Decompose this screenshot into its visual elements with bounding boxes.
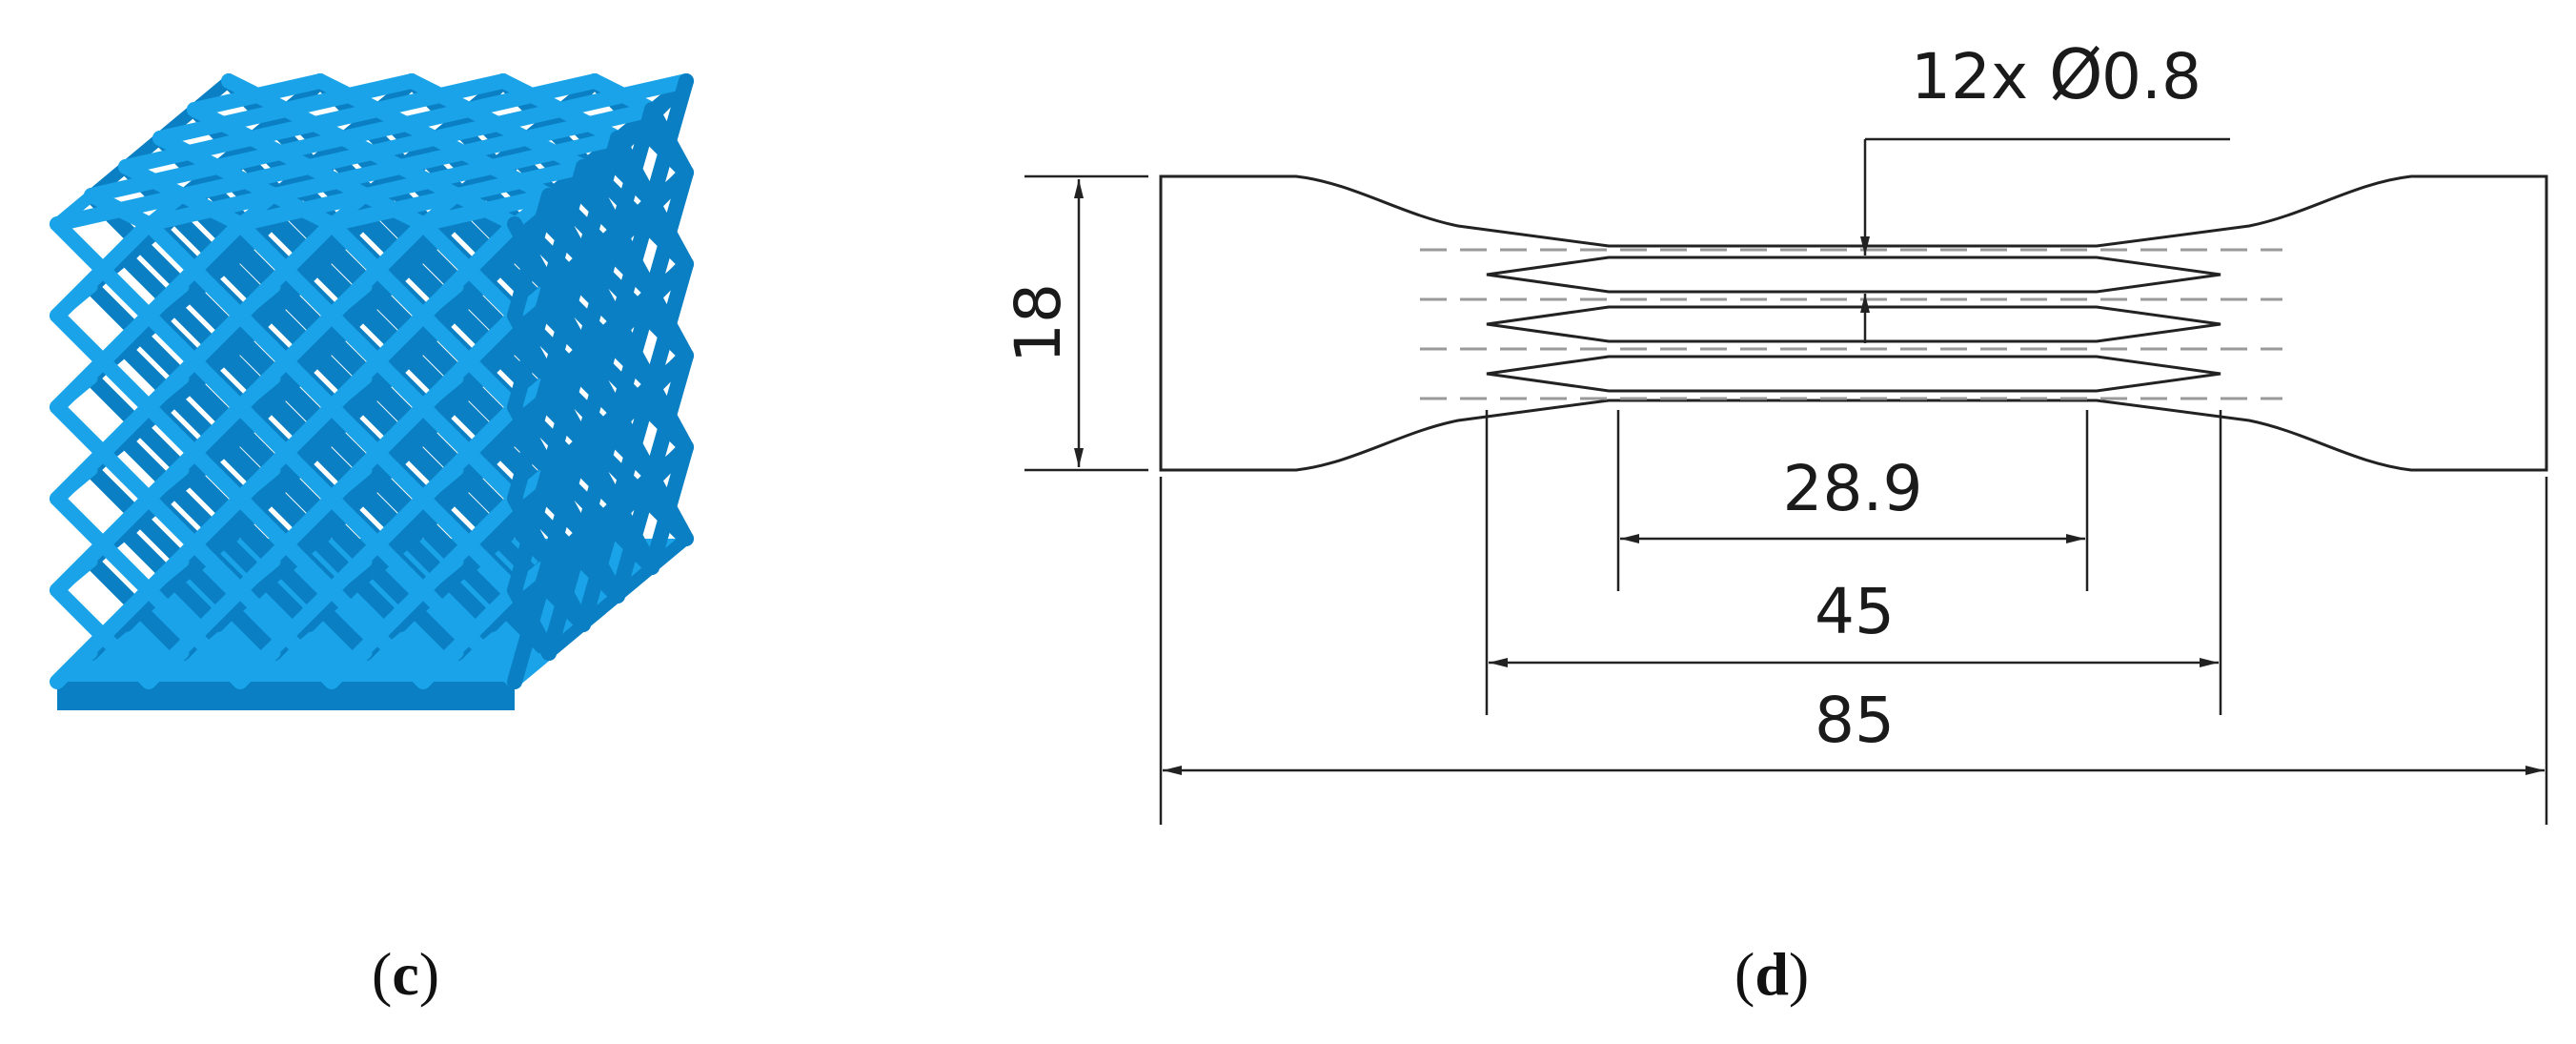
lattice-strut	[325, 646, 373, 688]
lattice-strut	[507, 188, 557, 323]
extension-lines	[1159, 410, 2548, 825]
lattice-strut	[142, 646, 190, 688]
lattice-strut	[576, 314, 625, 449]
lattice-strut	[313, 73, 385, 117]
lattice-strut	[541, 159, 591, 295]
lattice-strut	[541, 525, 591, 661]
panel-label-d-close: )	[1788, 940, 1810, 1008]
lattice-base-plate	[57, 682, 515, 710]
lattice-strut	[587, 73, 659, 117]
lattice-strut	[325, 555, 373, 597]
specimen-outline	[1159, 174, 2548, 472]
lattice-strut	[610, 102, 659, 237]
panel-label-c-close: )	[418, 940, 440, 1008]
lattice-strut	[416, 555, 464, 597]
lattice-strut	[416, 463, 464, 505]
lattice-strut	[576, 222, 625, 358]
panel-label-d: (d)	[1734, 939, 1809, 1010]
hidden-lines	[1420, 248, 2282, 400]
lattice-strut	[233, 372, 281, 414]
lattice-strut	[507, 279, 557, 415]
panel-label-c: (c)	[372, 939, 439, 1010]
lattice-strut	[233, 463, 281, 505]
lattice-structure	[50, 73, 694, 710]
diameter-leader	[1860, 137, 2230, 343]
lattice-strut	[142, 372, 190, 414]
dim-height-label: 18	[1002, 283, 1075, 363]
lattice-strut	[644, 73, 694, 209]
diameter-symbol: Ø	[2049, 34, 2103, 114]
lattice-strut	[416, 280, 464, 322]
lattice-strut	[576, 497, 625, 632]
wire-channels	[1486, 256, 2221, 393]
panel-label-d-open: (	[1734, 940, 1755, 1008]
lattice-strut	[51, 372, 98, 414]
lattice-strut	[51, 555, 98, 597]
lattice-strut	[233, 555, 281, 597]
lattice-strut	[404, 73, 477, 117]
lattice-strut	[51, 280, 98, 322]
lattice-strut	[233, 280, 281, 322]
lattice-strut	[325, 280, 373, 322]
lattice-strut	[610, 194, 659, 329]
panel-label-c-letter: c	[392, 940, 419, 1008]
lattice-strut	[610, 285, 659, 420]
lattice-strut	[233, 646, 281, 688]
lattice-strut	[51, 646, 98, 688]
lattice-strut	[644, 165, 694, 300]
panel-label-c-open: (	[372, 940, 393, 1008]
lattice-strut	[507, 554, 557, 689]
lattice-strut	[416, 646, 464, 688]
lattice-strut	[507, 371, 557, 506]
lattice-strut	[610, 468, 659, 604]
dim-gauge-label: 28.9	[1783, 452, 1923, 525]
lattice-strut	[325, 372, 373, 414]
lattice-strut	[142, 555, 190, 597]
lattice-strut	[576, 131, 625, 266]
lattice-strut	[576, 405, 625, 541]
lattice-strut	[142, 463, 190, 505]
lattice-strut	[644, 440, 694, 575]
lattice-strut	[644, 348, 694, 483]
lattice-strut	[496, 73, 568, 117]
lattice-strut	[142, 280, 190, 322]
lattice-strut	[51, 463, 98, 505]
dim-height	[1024, 174, 1148, 472]
dim-overall-label: 85	[1815, 684, 1895, 757]
lattice-strut	[221, 73, 294, 117]
lattice-strut	[541, 434, 591, 569]
lattice-strut	[325, 463, 373, 505]
lattice-strut	[507, 462, 557, 598]
diameter-value: 0.8	[2101, 40, 2201, 113]
lattice-strut	[541, 251, 591, 386]
lattice-strut	[644, 256, 694, 392]
holes-count-label: 12x	[1911, 40, 2028, 113]
panel-label-d-letter: d	[1755, 940, 1789, 1008]
lattice-strut	[541, 342, 591, 478]
lattice-strut	[416, 372, 464, 414]
dim-parallel-label: 45	[1815, 575, 1895, 648]
lattice-strut	[610, 377, 659, 512]
